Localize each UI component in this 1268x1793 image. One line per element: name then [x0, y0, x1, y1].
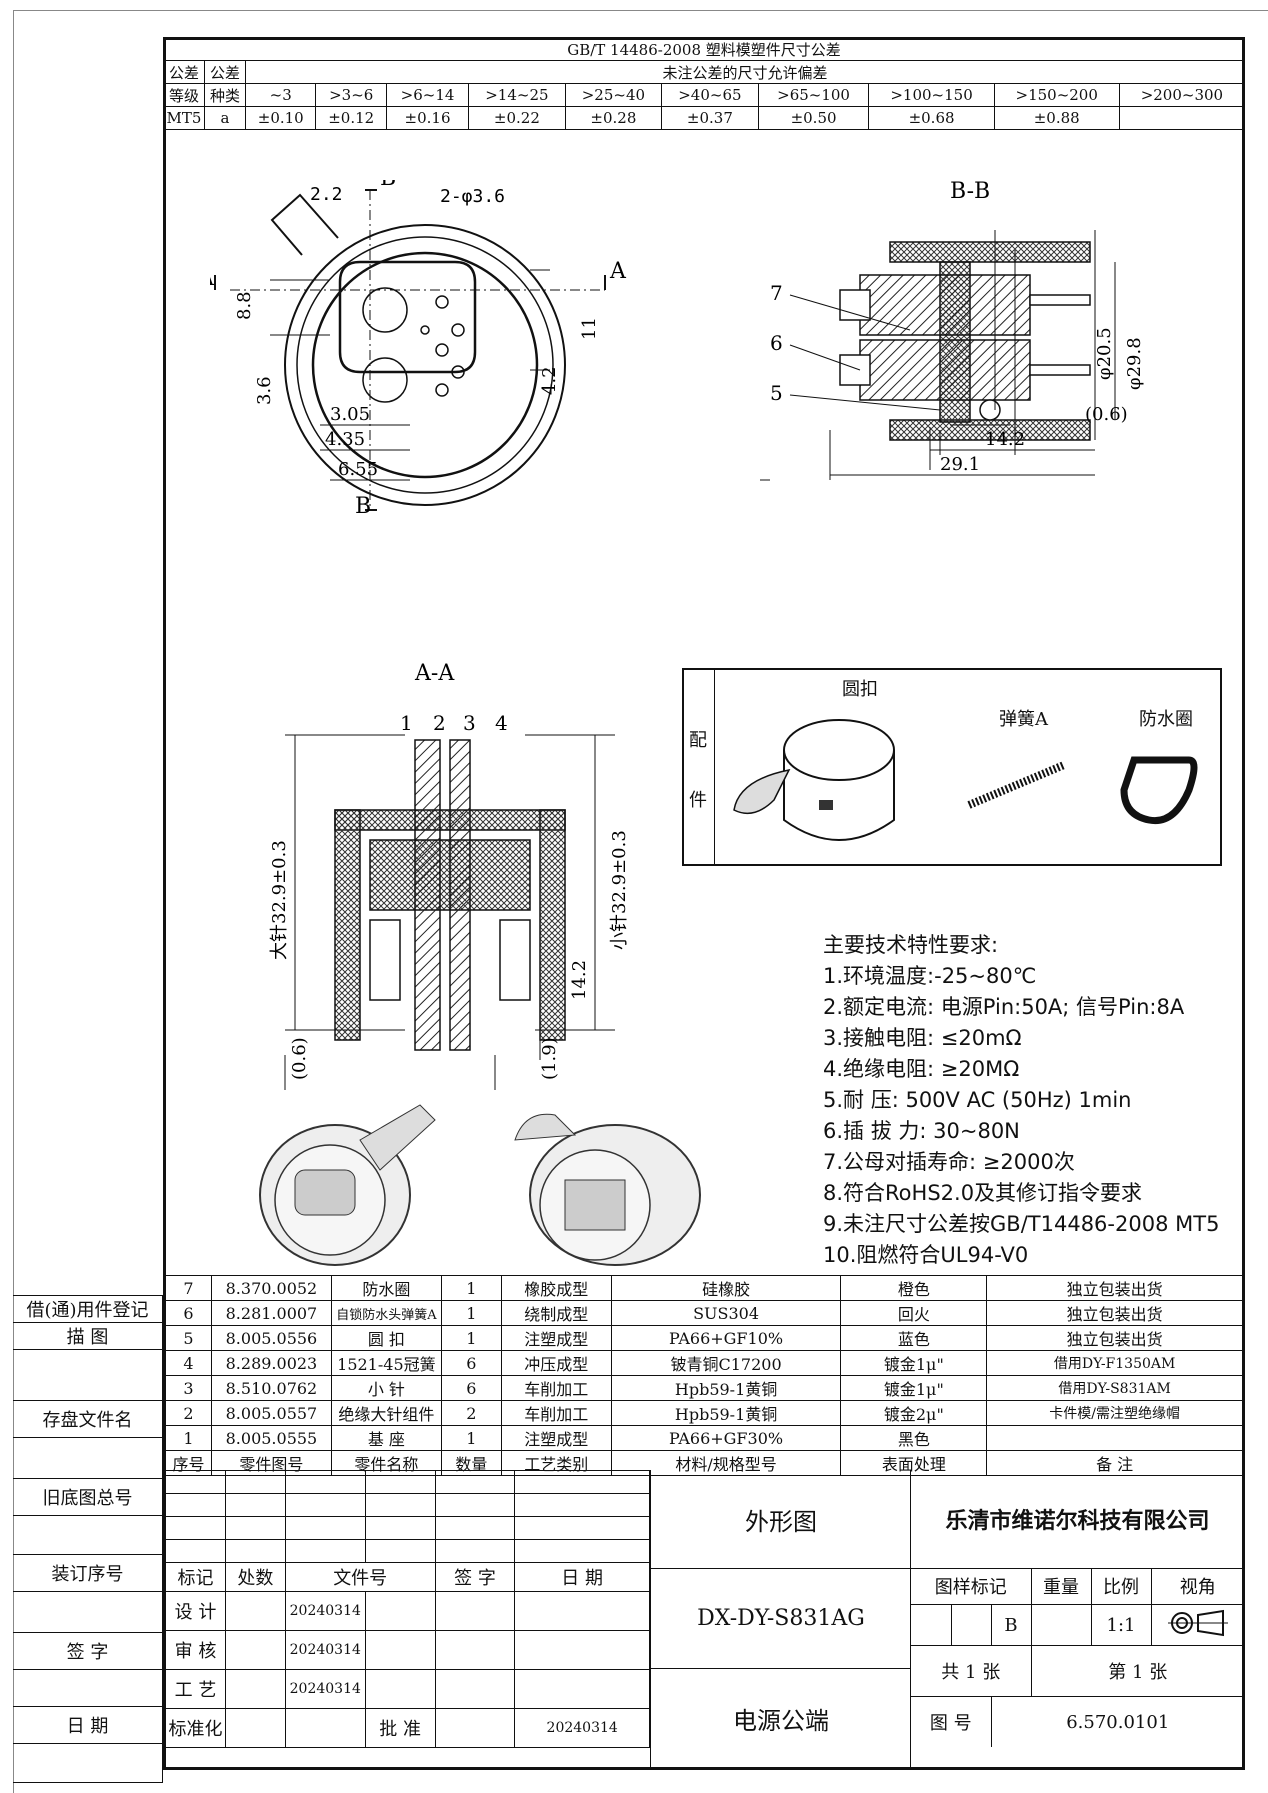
svg-text:2.2: 2.2 — [310, 184, 343, 205]
requirement-item: 6.插 拔 力: 30~80N — [823, 1119, 1020, 1143]
requirement-item: 4.绝缘电阻: ≥20MΩ — [823, 1057, 1020, 1081]
seal-ring-icon — [1120, 756, 1198, 825]
requirement-item: 9.未注尺寸公差按GB/T14486-2008 MT5 — [823, 1212, 1220, 1236]
svg-text:B: B — [380, 180, 396, 191]
svg-text:4.2: 4.2 — [539, 366, 560, 395]
svg-text:(0.6): (0.6) — [1085, 404, 1128, 425]
requirement-item: 5.耐 压: 500V AC (50Hz) 1min — [823, 1088, 1132, 1112]
section-aa-drawing: A-A 1 2 3 4 大针32.9±0.3 小针32.9±0.3 14.2 (… — [269, 661, 630, 1090]
spring-icon — [967, 761, 1066, 809]
drawing-name: 外形图 — [651, 1470, 911, 1569]
requirement-item: 1.环境温度:-25~80℃ — [823, 964, 1037, 988]
svg-text:11: 11 — [579, 317, 600, 340]
svg-text:1: 1 — [400, 711, 413, 735]
svg-text:29.1: 29.1 — [940, 454, 980, 475]
technical-requirements: 主要技术特性要求: 1.环境温度:-25~80℃ 2.额定电流: 电源Pin:5… — [823, 930, 1243, 1271]
svg-text:6.55: 6.55 — [338, 459, 378, 480]
projection-symbol-icon — [1150, 1604, 1244, 1646]
svg-text:14.2: 14.2 — [569, 960, 590, 1000]
svg-text:14.2: 14.2 — [985, 429, 1025, 450]
drawing-number: DX-DY-S831AG — [651, 1568, 911, 1669]
svg-text:8.8: 8.8 — [234, 291, 255, 320]
svg-text:A: A — [609, 259, 627, 284]
requirements-title: 主要技术特性要求: — [823, 933, 999, 957]
svg-text:(0.6): (0.6) — [289, 1037, 310, 1080]
accessories-box: 配 件 圆扣 弹簧A 防水圈 — [682, 668, 1222, 866]
requirement-item: 8.符合RoHS2.0及其修订指令要求 — [823, 1181, 1143, 1205]
svg-text:3.05: 3.05 — [330, 404, 370, 425]
back-render-illustration — [514, 1113, 701, 1266]
svg-text:2-φ3.6: 2-φ3.6 — [440, 186, 505, 207]
svg-text:(1.9): (1.9) — [539, 1037, 560, 1080]
side-register: 借(通)用件登记 描 图 存盘文件名 旧底图总号 装订序号 签 字 日 期 — [13, 1295, 163, 1783]
svg-text:A: A — [210, 266, 215, 291]
svg-text:3.6: 3.6 — [254, 376, 275, 405]
svg-text:A-A: A-A — [414, 661, 455, 686]
svg-text:5: 5 — [770, 381, 783, 405]
tolerance-table: GB/T 14486-2008 塑料模塑件尺寸公差 公差 公差 未注公差的尺寸允… — [163, 37, 1246, 130]
requirement-item: 10.阻燃符合UL94-V0 — [823, 1243, 1029, 1267]
front-view-drawing: 2.2 2-φ3.6 B B A A 8.8 3.6 11 4.2 3.05 4… — [210, 180, 627, 519]
title-block-company: 乐清市维诺尔科技有限公司 图样标记 重量 比例 视角 B 1:1 共 1 张 第… — [910, 1470, 1244, 1768]
round-buckle-icon — [733, 719, 895, 841]
section-bb-drawing: B-B 7 6 5 φ20.5 φ2 — [760, 180, 1145, 481]
svg-text:7: 7 — [770, 281, 783, 305]
parts-header: 序号零件图号零件名称数量工艺类别材料/规格型号表面处理备 注 — [165, 1450, 1243, 1476]
accessory-spring-label: 弹簧A — [999, 709, 1048, 730]
outer-border — [13, 10, 1268, 1793]
requirement-item: 7.公母对插寿命: ≥2000次 — [823, 1150, 1075, 1174]
svg-text:2: 2 — [433, 711, 446, 735]
requirement-item: 2.额定电流: 电源Pin:50A; 信号Pin:8A — [823, 995, 1185, 1019]
svg-text:B-B: B-B — [950, 180, 990, 204]
title-block-name-cells: 外形图 DX-DY-S831AG 电源公端 — [650, 1470, 911, 1768]
front-render-illustration — [259, 1104, 436, 1266]
svg-text:小针32.9±0.3: 小针32.9±0.3 — [609, 830, 630, 950]
drawing-code: 6.570.0101 — [990, 1696, 1244, 1747]
svg-text:4: 4 — [495, 711, 508, 735]
svg-text:6: 6 — [770, 331, 783, 355]
svg-text:4.35: 4.35 — [325, 429, 365, 450]
accessory-seal-label: 防水圈 — [1139, 709, 1193, 730]
accessory-round-buckle-label: 圆扣 — [842, 679, 878, 700]
svg-text:φ20.5: φ20.5 — [1094, 327, 1115, 380]
part-name: 电源公端 — [733, 1706, 829, 1735]
requirement-item: 3.接触电阻: ≤20mΩ — [823, 1026, 1022, 1050]
svg-text:φ29.8: φ29.8 — [1124, 337, 1145, 390]
tolerance-title: GB/T 14486-2008 塑料模塑件尺寸公差 — [163, 37, 1245, 61]
company-name: 乐清市维诺尔科技有限公司 — [911, 1470, 1244, 1569]
tolerance-subtitle: 未注公差的尺寸允许偏差 — [245, 60, 1245, 84]
svg-text:大针32.9±0.3: 大针32.9±0.3 — [269, 840, 290, 960]
svg-text:B: B — [355, 494, 371, 519]
svg-text:3: 3 — [463, 711, 476, 735]
